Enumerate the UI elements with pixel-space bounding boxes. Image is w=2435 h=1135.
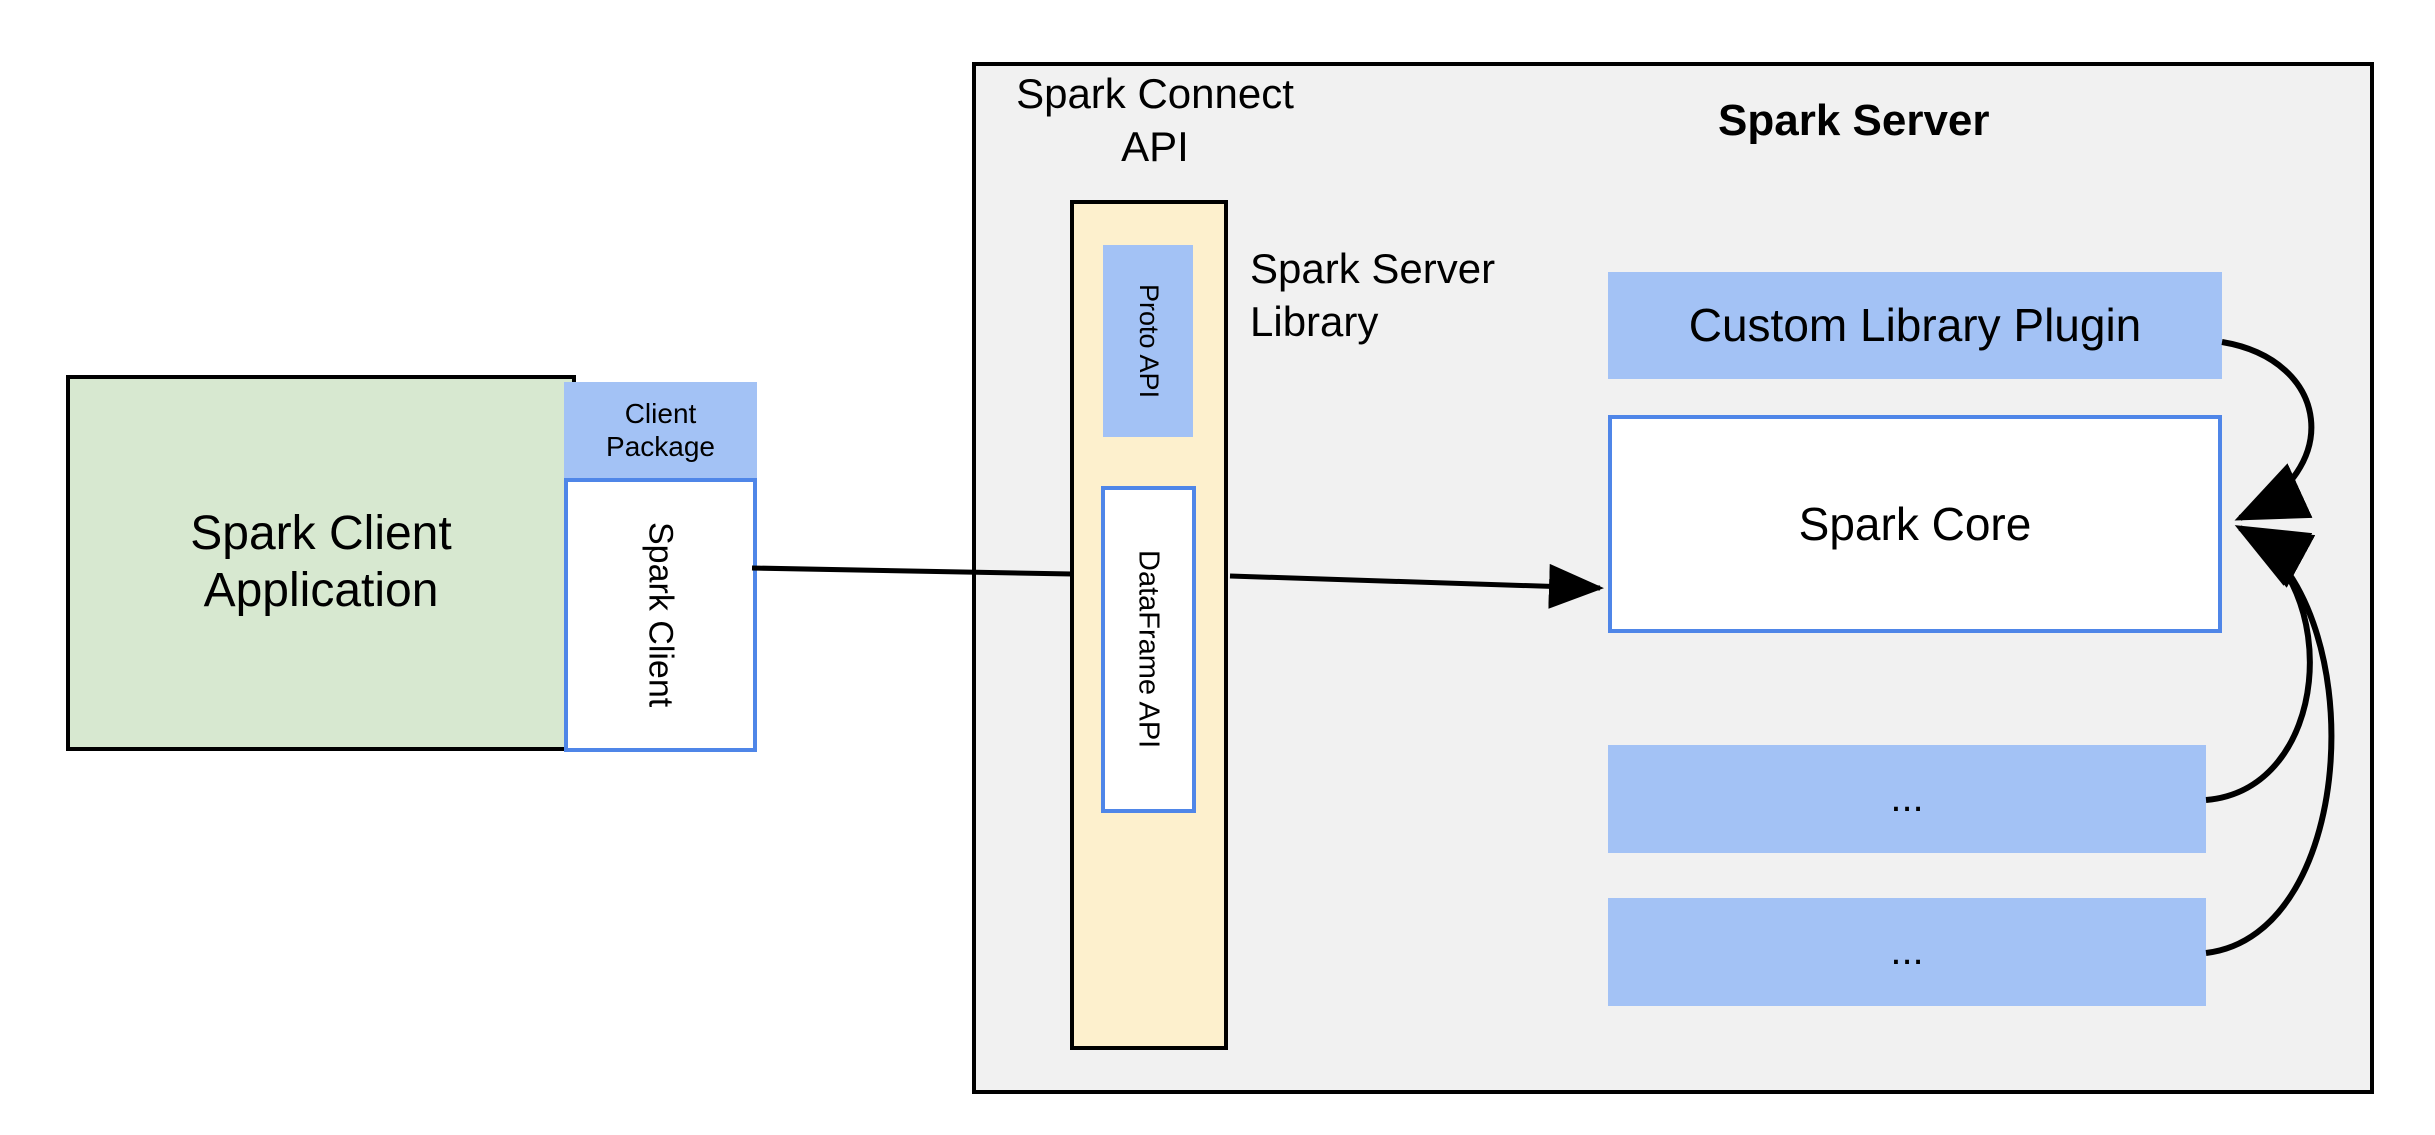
spark-connect-api-label: Spark Connect API	[1016, 70, 1294, 170]
spark-core-box[interactable]: Spark Core	[1608, 415, 2222, 633]
spark-server-title: Spark Server	[1718, 96, 1990, 145]
spark-core-label: Spark Core	[1798, 497, 2032, 550]
server-component-placeholder-2-label: ...	[1890, 929, 1924, 974]
spark-server-library-label: Spark Server Library	[1250, 245, 1496, 345]
spark-client-label: Spark Client	[641, 522, 680, 708]
server-component-placeholder-1-label: ...	[1890, 776, 1924, 821]
spark-client-application-label: Spark Client Application	[190, 507, 452, 617]
dataframe-api-box[interactable]: DataFrame API	[1101, 486, 1196, 813]
proto-api-label: Proto API	[1133, 283, 1164, 399]
custom-library-plugin-label: Custom Library Plugin	[1688, 299, 2142, 352]
server-component-placeholder-2[interactable]: ...	[1608, 898, 2206, 1006]
spark-client-box[interactable]: Spark Client	[564, 478, 757, 752]
dataframe-api-label: DataFrame API	[1132, 550, 1165, 749]
client-package-label: Client Package	[606, 397, 715, 462]
client-package-box[interactable]: Client Package	[564, 382, 757, 478]
custom-library-plugin-box[interactable]: Custom Library Plugin	[1608, 272, 2222, 379]
spark-client-application-box[interactable]: Spark Client Application	[66, 375, 576, 751]
proto-api-box[interactable]: Proto API	[1103, 245, 1193, 437]
server-component-placeholder-1[interactable]: ...	[1608, 745, 2206, 853]
